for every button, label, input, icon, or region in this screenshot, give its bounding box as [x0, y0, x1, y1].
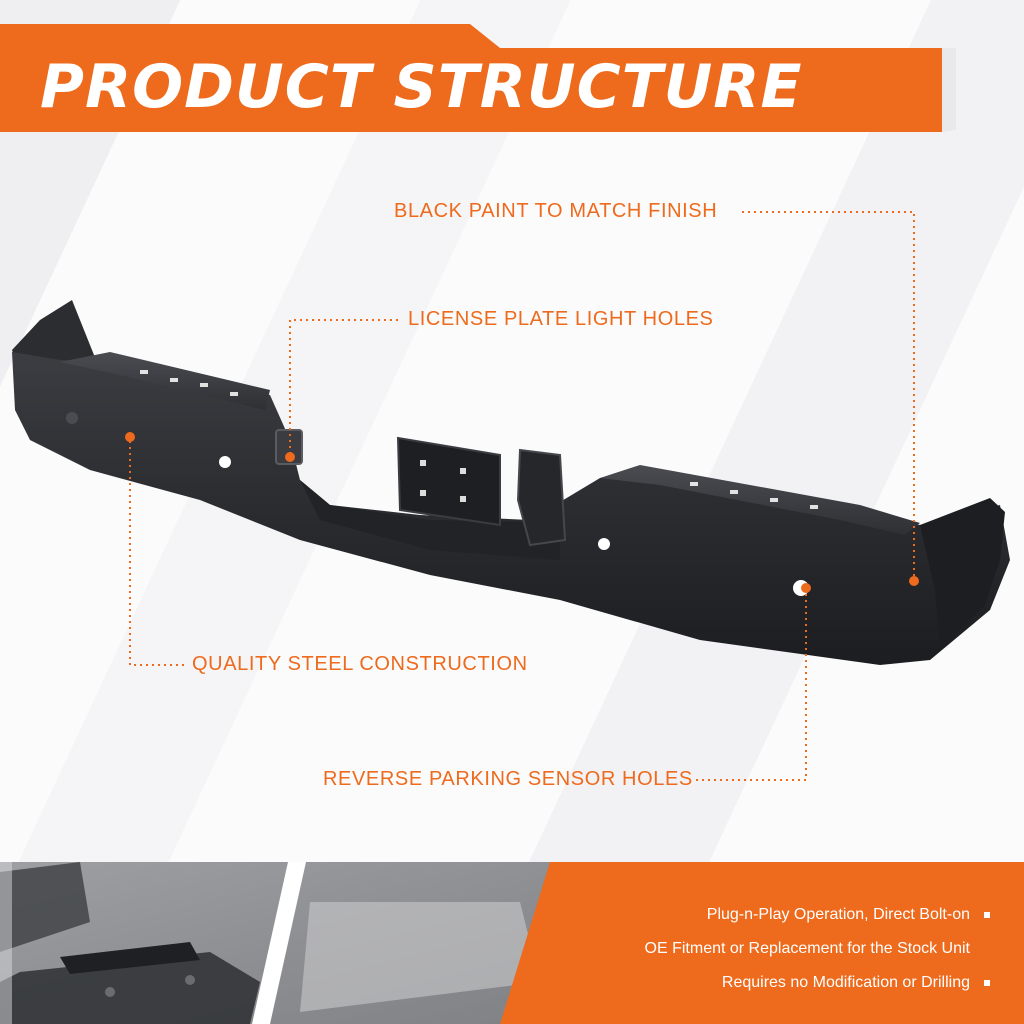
bottom-section: Plug-n-Play Operation, Direct Bolt-on OE…: [0, 862, 1024, 1024]
bumper-image: [12, 300, 1010, 665]
callout-plate-light: LICENSE PLATE LIGHT HOLES: [408, 308, 714, 330]
callout-finish: BLACK PAINT TO MATCH FINISH: [394, 200, 718, 222]
callout-sensor: REVERSE PARKING SENSOR HOLES: [323, 768, 693, 790]
callout-lines: [125, 211, 919, 781]
square-bullet-icon: [984, 912, 990, 918]
feature-item: OE Fitment or Replacement for the Stock …: [645, 940, 970, 958]
square-bullet-icon: [984, 980, 990, 986]
feature-text: Plug-n-Play Operation, Direct Bolt-on: [706, 906, 970, 923]
page-title: PRODUCT STRUCTURE: [40, 52, 803, 122]
banner-shape: [0, 24, 956, 132]
feature-item: Requires no Modification or Drilling: [722, 974, 990, 992]
feature-text: Requires no Modification or Drilling: [721, 974, 970, 991]
feature-item: Plug-n-Play Operation, Direct Bolt-on: [707, 906, 990, 924]
feature-panel: [500, 862, 1024, 1024]
callout-steel: QUALITY STEEL CONSTRUCTION: [192, 653, 528, 675]
feature-text: OE Fitment or Replacement for the Stock …: [644, 940, 970, 957]
header-banner: PRODUCT STRUCTURE: [0, 0, 1024, 140]
